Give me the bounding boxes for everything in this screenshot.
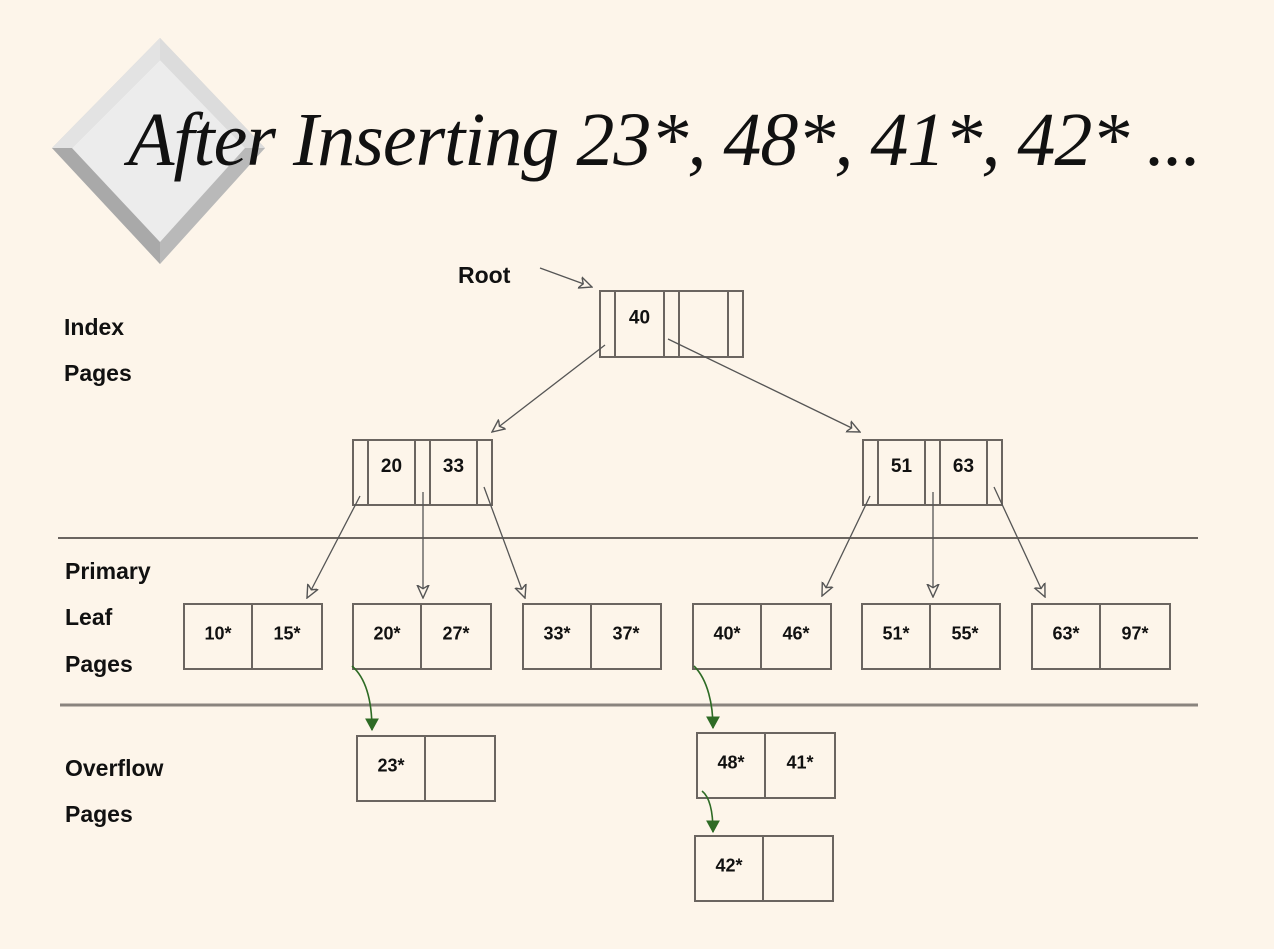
data-entry: 15*: [273, 624, 300, 644]
data-entry: 27*: [442, 624, 469, 644]
index-key: 63: [953, 456, 974, 477]
data-entry: 51*: [882, 624, 909, 644]
root-to-left-index-arrow: [492, 344, 606, 432]
data-entry: 40*: [713, 624, 740, 644]
data-entry: 10*: [204, 624, 231, 644]
root-node: 40: [599, 290, 744, 358]
overflow-page: 23*: [356, 735, 496, 802]
root-key: 40: [629, 308, 650, 329]
index-pages-label-line2: Pages: [64, 360, 132, 386]
overflow-chain-arrow: [701, 790, 720, 834]
data-entry: 23*: [377, 756, 404, 776]
overflow-pages-label-line2: Pages: [65, 801, 133, 827]
leaf-page: 33* 37*: [522, 603, 662, 670]
index-to-leaf-arrow: [483, 486, 525, 598]
data-entry: 20*: [373, 624, 400, 644]
leaf-page: 63* 97*: [1031, 603, 1171, 670]
slide-title: After Inserting 23*, 48*, 41*, 42* ...: [128, 98, 1201, 182]
primary-leaf-label-line3: Pages: [65, 651, 133, 677]
index-key: 33: [443, 456, 464, 477]
overflow-chain-arrow: [693, 665, 720, 730]
primary-leaf-label-line2: Leaf: [65, 604, 113, 630]
root-to-right-index-arrow: [667, 338, 860, 432]
data-entry: 97*: [1121, 624, 1148, 644]
data-entry: 37*: [612, 624, 639, 644]
index-key: 20: [381, 456, 402, 477]
leaf-page: 20* 27*: [352, 603, 492, 670]
leaf-page: 40* 46*: [692, 603, 832, 670]
leaf-page: 51* 55*: [861, 603, 1001, 670]
root-label: Root: [458, 262, 511, 288]
data-entry: 48*: [717, 753, 744, 773]
primary-leaf-label-line1: Primary: [65, 558, 151, 584]
data-entry: 55*: [951, 624, 978, 644]
index-to-leaf-arrow: [307, 495, 361, 598]
leaf-page: 10* 15*: [183, 603, 323, 670]
index-to-leaf-arrow: [993, 486, 1045, 597]
root-pointer-arrow: [539, 267, 592, 287]
data-entry: 46*: [782, 624, 809, 644]
data-entry: 33*: [543, 624, 570, 644]
overflow-page: 48* 41*: [696, 732, 836, 799]
diamond-bullet-icon: [52, 38, 265, 264]
data-entry: 41*: [786, 753, 813, 773]
data-entry: 63*: [1052, 624, 1079, 644]
index-pages-label-line1: Index: [64, 314, 125, 340]
data-entry: 42*: [715, 856, 742, 876]
overflow-pages-label-line1: Overflow: [65, 755, 164, 781]
index-key: 51: [891, 456, 913, 477]
overflow-page: 42*: [694, 835, 834, 902]
overflow-chain-arrow: [351, 665, 379, 732]
index-to-leaf-arrow: [822, 495, 871, 596]
